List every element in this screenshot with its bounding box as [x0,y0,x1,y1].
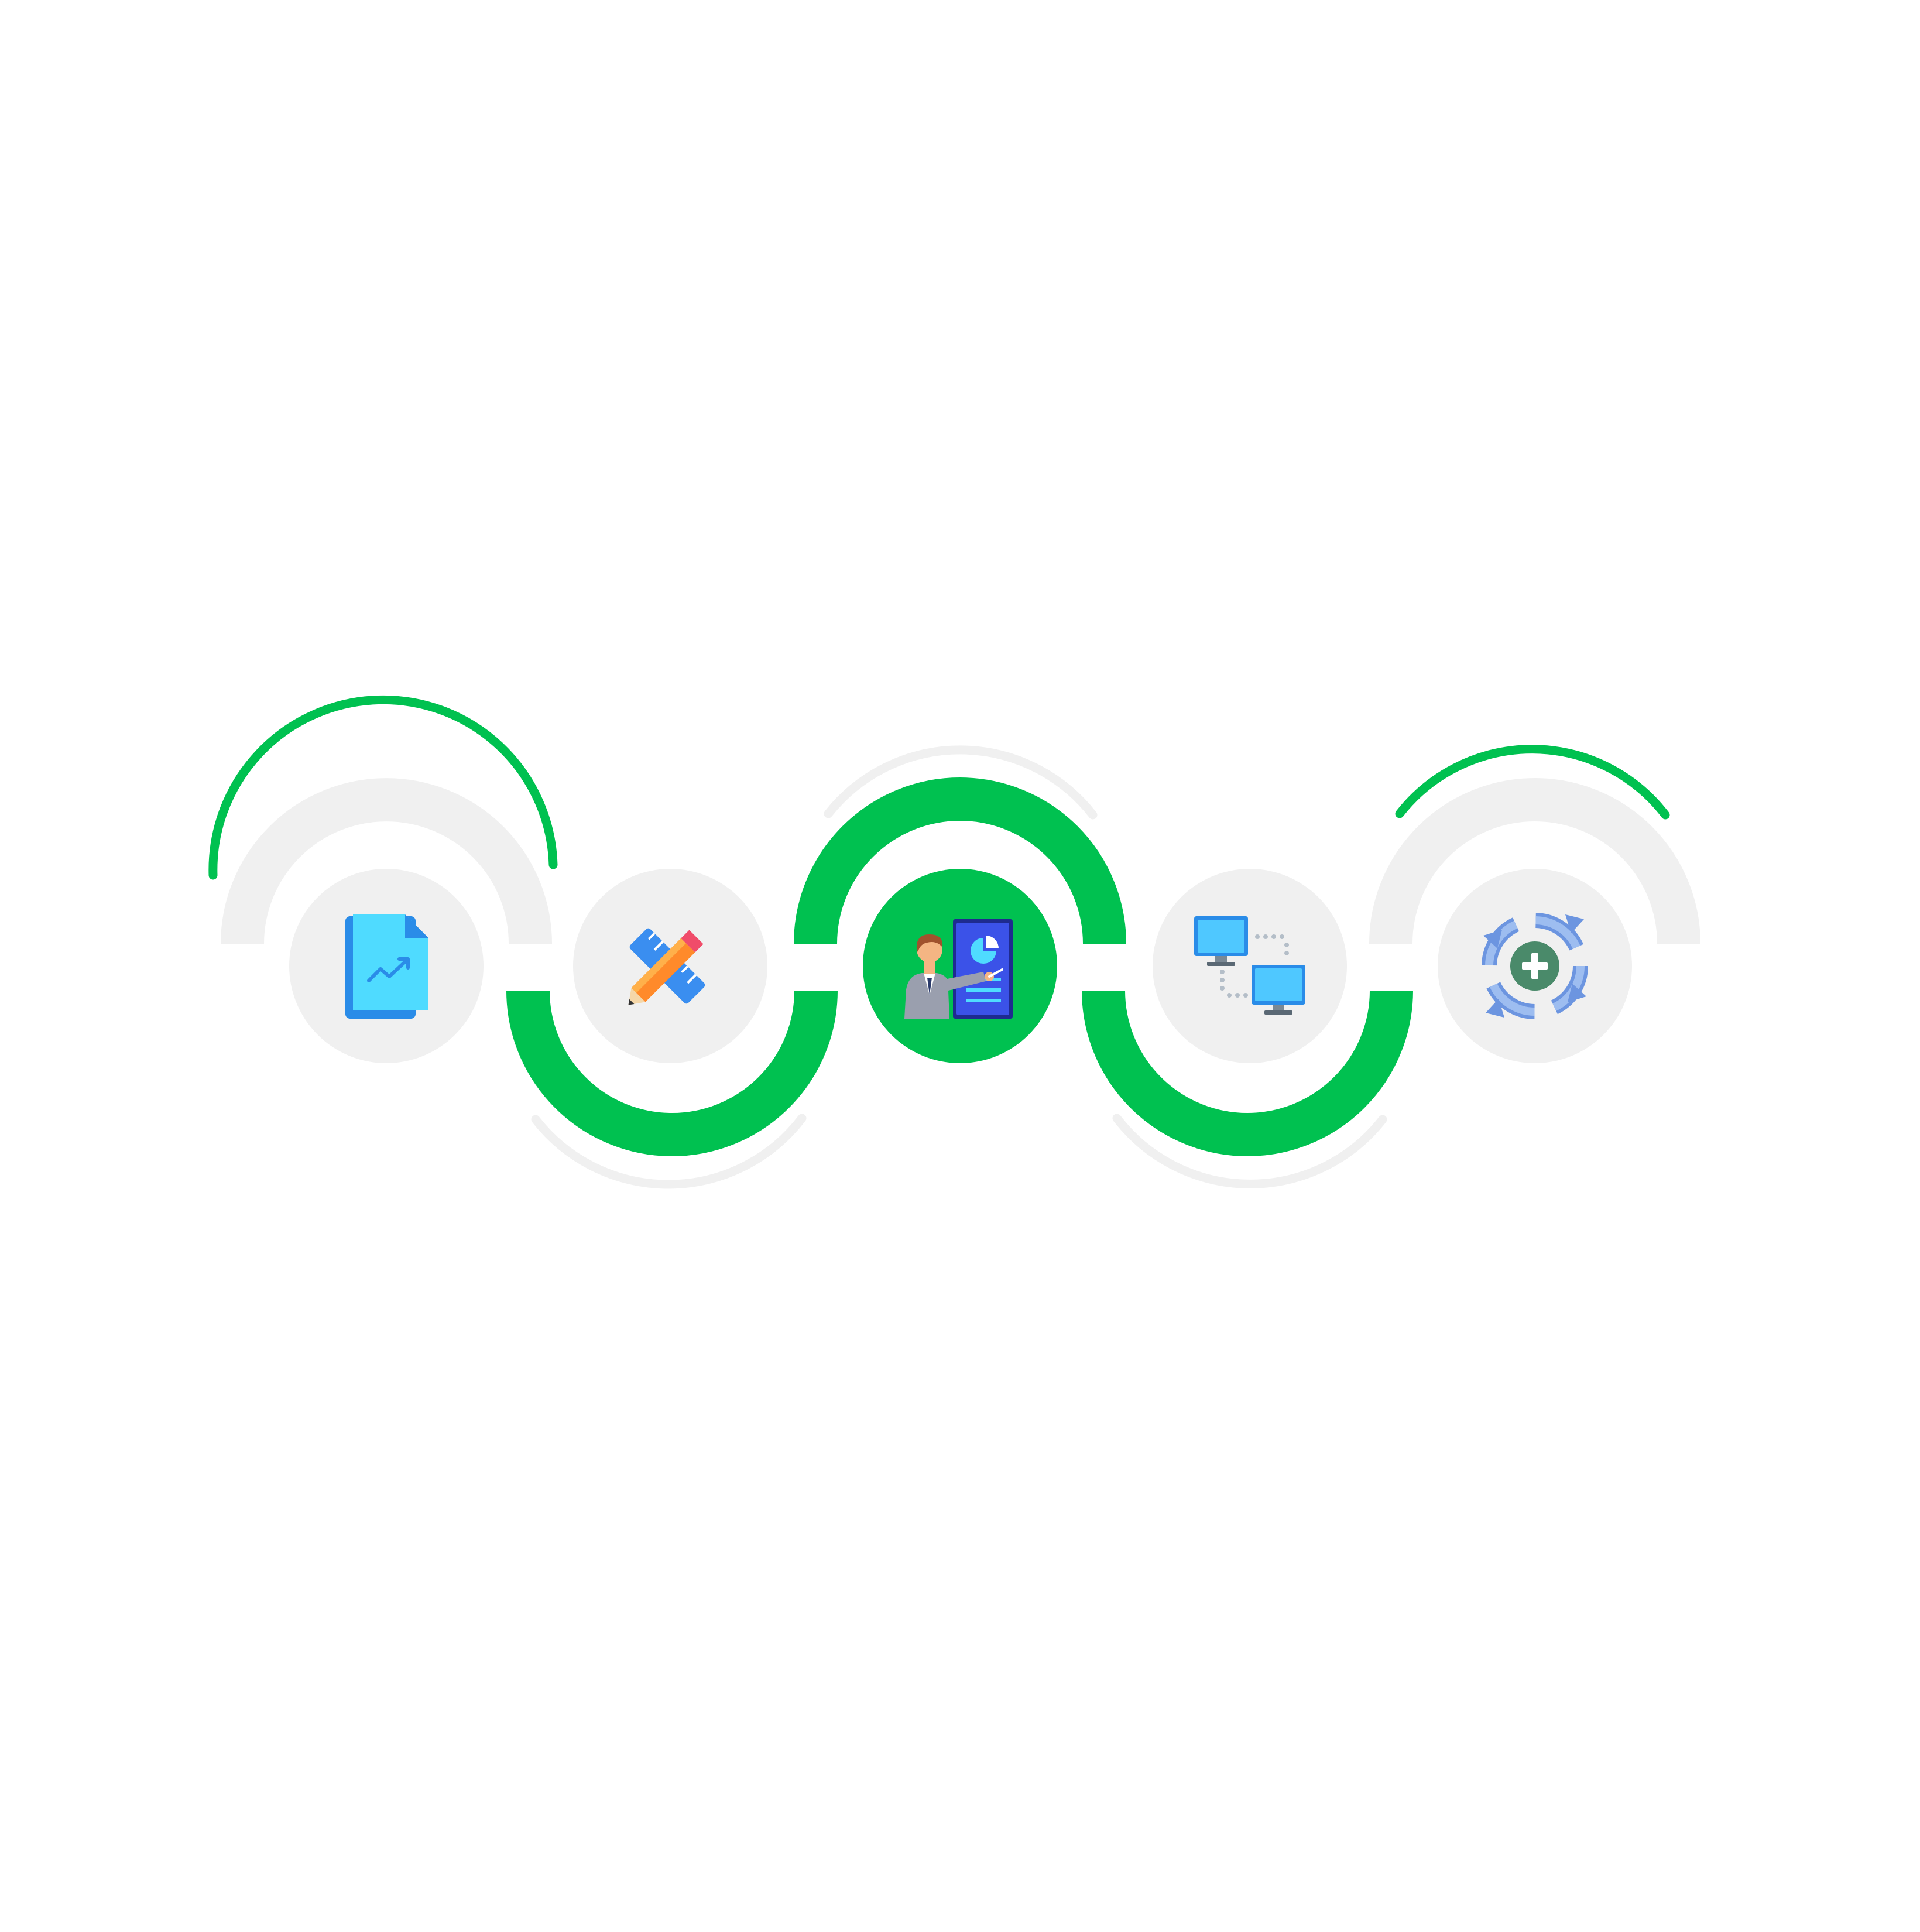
step-2-track-arc [531,1114,807,1189]
step-1-accent-arc [208,695,558,880]
step-4 [1082,869,1413,1188]
step-1 [208,695,558,1063]
step-4-node [1153,869,1347,1063]
step-2-accent-u-arc [506,990,838,1156]
step-3-accent-arc [794,777,1126,944]
ruler-pencil-design-icon [628,928,705,1005]
analytics-report-icon [345,914,428,1019]
step-5 [1369,745,1700,1063]
step-2 [506,869,838,1189]
refresh-cycle-add-icon [1482,913,1588,1019]
presenter-board-icon [904,919,1013,1019]
step-3-track-top-arc [824,745,1098,820]
step-4-track-arc [1112,1114,1387,1188]
step-4-accent-u-arc [1082,990,1413,1156]
step-5-accent-arc [1395,745,1670,820]
step-1-track-arc [221,778,552,944]
step-5-track-arc [1369,778,1700,944]
network-computers-icon [1194,916,1305,1015]
step-3 [794,745,1126,1063]
